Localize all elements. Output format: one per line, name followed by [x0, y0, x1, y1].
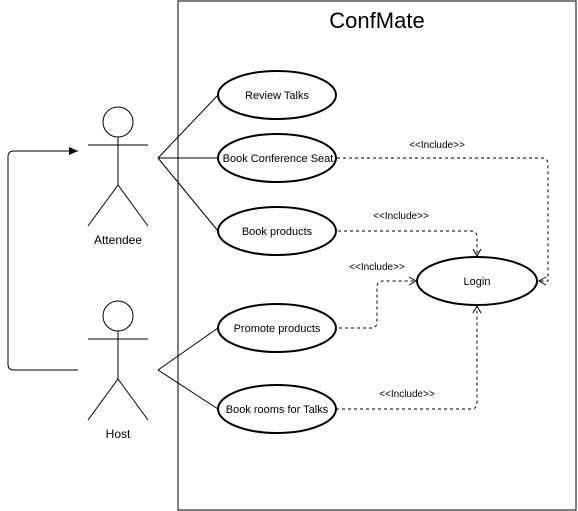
use-case-book-products-label: Book products: [242, 226, 313, 238]
include-book-rooms-login: [336, 304, 482, 410]
actor-attendee-head: [102, 106, 134, 138]
assoc-attendee-book-products: [157, 157, 219, 232]
use-case-book-products[interactable]: Book products: [217, 206, 337, 256]
actor-host-label: Host: [106, 427, 131, 441]
include-book-products-login: [338, 230, 482, 258]
system-title: ConfMate: [329, 8, 424, 33]
actor-attendee-label: Attendee: [94, 233, 142, 247]
include-promote-products-login: [339, 276, 418, 329]
actor-host-head: [102, 300, 134, 332]
assoc-host-promote-products: [157, 327, 219, 371]
actor-host-leg-right: [117, 378, 149, 421]
use-case-review-talks[interactable]: Review Talks: [217, 70, 337, 120]
use-case-review-talks-label: Review Talks: [245, 90, 309, 102]
actor-attendee[interactable]: Attendee: [87, 106, 149, 247]
use-case-promote-products-label: Promote products: [234, 323, 321, 335]
use-case-login[interactable]: Login: [416, 256, 538, 306]
use-case-book-rooms-for-talks-label: Book rooms for Talks: [226, 404, 329, 416]
use-case-book-conference-seat-label: Book Conference Seat: [223, 153, 334, 165]
assoc-host-book-rooms: [157, 369, 219, 410]
actor-attendee-leg-left: [87, 184, 119, 227]
use-case-login-label: Login: [464, 276, 491, 288]
use-case-book-conference-seat[interactable]: Book Conference Seat: [217, 133, 337, 183]
include-label-book-seat: <<Include>>: [409, 140, 465, 151]
use-case-book-rooms-for-talks[interactable]: Book rooms for Talks: [217, 384, 337, 434]
system-boundary: [177, 0, 577, 511]
include-label-promote-products: <<Include>>: [349, 262, 405, 273]
use-case-promote-products[interactable]: Promote products: [217, 303, 337, 353]
assoc-attendee-review-talks: [157, 94, 219, 159]
host-to-attendee-arrow: [7, 147, 78, 371]
actor-host-leg-left: [87, 378, 119, 421]
actor-attendee-leg-right: [117, 184, 149, 227]
include-label-book-products: <<Include>>: [373, 211, 429, 222]
actor-host[interactable]: Host: [87, 300, 149, 441]
include-label-book-rooms: <<Include>>: [379, 389, 435, 400]
include-book-seat-login: [337, 157, 549, 286]
